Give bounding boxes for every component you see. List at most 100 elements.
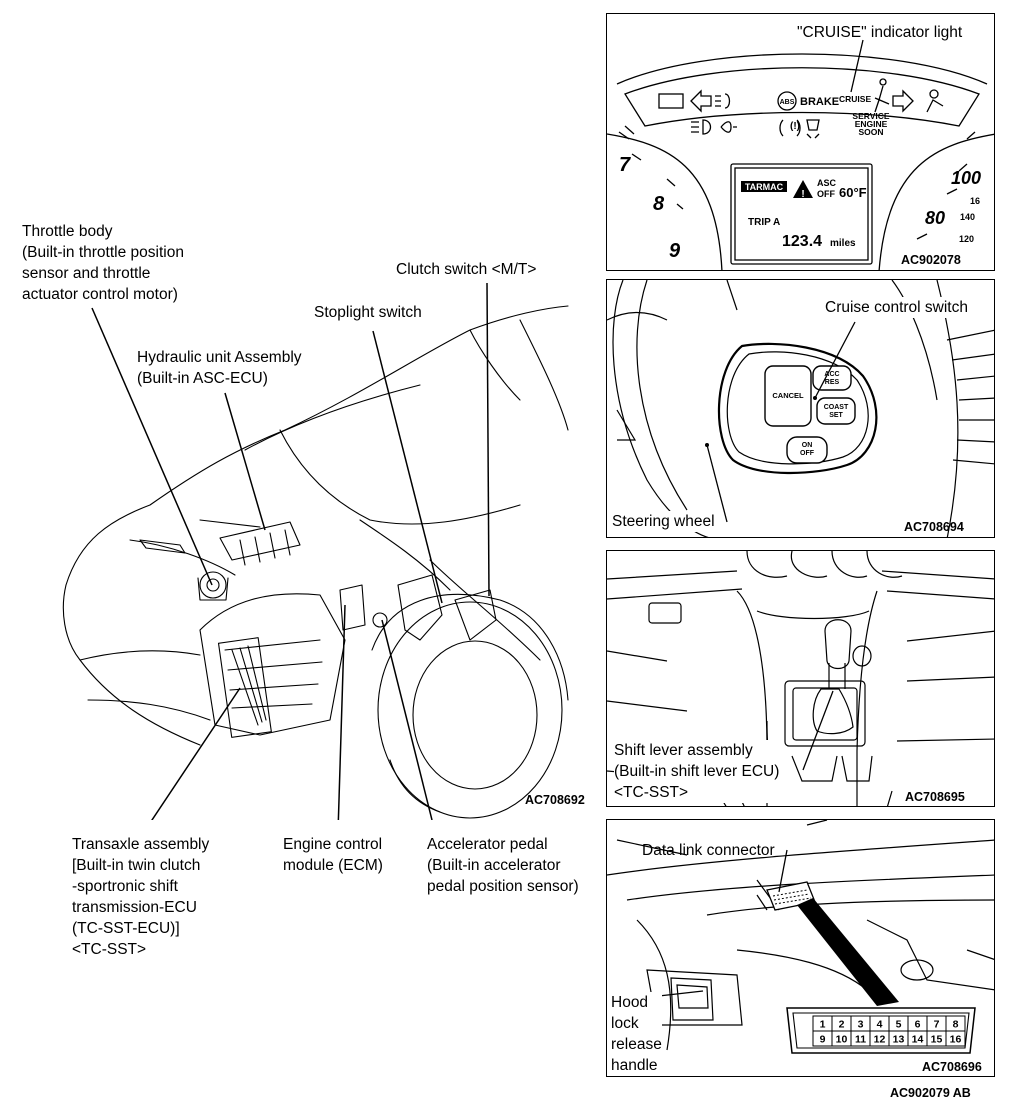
pedal-assembly [397,574,443,641]
leader-hydraulic [224,392,266,531]
svg-text:(!): (!) [790,121,800,132]
connector-callout [797,898,899,1006]
lcd-asc: ASC [817,178,837,188]
code-shift: AC708695 [905,790,965,804]
speed-80: 80 [925,208,945,228]
switch-bezel [717,342,878,475]
pin-number: 7 [934,1019,940,1031]
seatbelt-icon [874,85,890,113]
label-throttle-body: Throttle body (Built-in throttle positio… [22,223,184,303]
pin-number: 13 [893,1034,905,1046]
label-hydraulic-unit: Hydraulic unit Assembly (Built-in ASC-EC… [137,349,302,387]
acc-res-button[interactable] [812,365,852,391]
pin-number: 16 [950,1034,962,1046]
high-beam-icon [691,119,712,135]
panel-shift-lever: Shift lever assembly (Built-in shift lev… [606,550,995,807]
turn-left-icon [690,89,712,113]
pin-number: 6 [915,1019,921,1031]
code-cluster: AC902078 [901,253,961,267]
hydraulic-unit [219,521,301,561]
pin-number: 4 [877,1019,883,1031]
pin-number: 10 [836,1034,848,1046]
leader-clutch [486,282,490,597]
asc-icon [806,119,820,139]
label-accelerator-pedal: Accelerator pedal (Built-in accelerator … [427,836,579,895]
battery-icon [658,93,684,109]
pin-number: 14 [912,1034,924,1046]
label-hood-lock-release: Hood lock release handle [611,992,662,1076]
pin-number: 8 [953,1019,959,1031]
fog-light-icon [715,93,731,109]
cancel-button-label: CANCEL [772,391,804,400]
lcd-trip-value: 123.4 [782,233,822,250]
label-clutch-switch: Clutch switch <M/T> [396,261,537,278]
lcd-asc-state: OFF [817,189,835,199]
code-footer: AC902079 AB [890,1086,971,1100]
speed-100: 100 [951,168,981,188]
pin-cell [945,1030,966,1047]
leader-data-link [778,849,788,893]
on-off-button[interactable] [786,436,828,464]
tach-9: 9 [669,240,681,262]
label-shift-lever: Shift lever assembly (Built-in shift lev… [614,740,780,803]
parking-light-icon [720,121,737,133]
pin-number: 1 [820,1019,826,1031]
leader-transaxle [151,687,241,820]
cluster-hood-outline [616,53,988,85]
leader-throttle [91,307,213,586]
code-main: AC708692 [525,793,585,807]
tach-7: 7 [619,154,631,176]
leader-stoplight [372,330,443,604]
code-steering: AC708694 [904,520,964,534]
hood-release-handle [670,977,714,1021]
throttle-body [199,571,227,599]
label-stoplight-switch: Stoplight switch [314,304,422,321]
pin-number: 12 [874,1034,886,1046]
car-illustration [62,282,569,820]
svg-text:!: ! [801,189,804,200]
vent-left [746,551,788,578]
leader-cruise-switch [814,321,856,399]
engine-block [199,593,346,736]
leader-shift-lever [802,690,834,771]
shift-boot [812,688,854,735]
dashboard-edge [936,280,959,537]
abs-indicator: ABS [780,99,795,106]
front-wheel [377,601,563,819]
speed-140: 140 [960,212,975,222]
airbag-icon [929,89,939,99]
low-fuel-icon [779,119,801,137]
turn-right-icon [892,89,914,113]
ecm-unit [339,584,366,631]
lcd-mode: TARMAC [745,182,784,192]
shift-boot-frame [784,680,866,747]
lcd-display [730,163,873,265]
brake-indicator: BRAKE [800,96,839,108]
lcd-trip-label: TRIP A [748,217,780,228]
label-cruise-indicator: "CRUISE" indicator light [797,24,963,41]
leader-cruise-indicator [850,39,864,93]
leader-steering-wheel [706,444,728,523]
speed-16: 16 [970,196,980,206]
pin-number: 5 [896,1019,902,1031]
steering-wheel-rim [612,280,709,537]
pin-number: 3 [858,1019,864,1031]
pin-number: 15 [931,1034,943,1046]
label-transaxle: Transaxle assembly [Built-in twin clutch… [72,836,210,958]
label-ecm: Engine control module (ECM) [283,836,383,874]
label-steering-wheel: Steering wheel [612,511,715,532]
cancel-button[interactable] [764,365,812,427]
lcd-trip-unit: miles [830,238,856,249]
cruise-indicator: CRUISE [839,94,871,104]
dash-underside [607,839,994,876]
coast-set-button[interactable] [816,397,856,425]
code-dlc: AC708696 [922,1060,982,1074]
warning-triangle-icon [793,180,813,198]
